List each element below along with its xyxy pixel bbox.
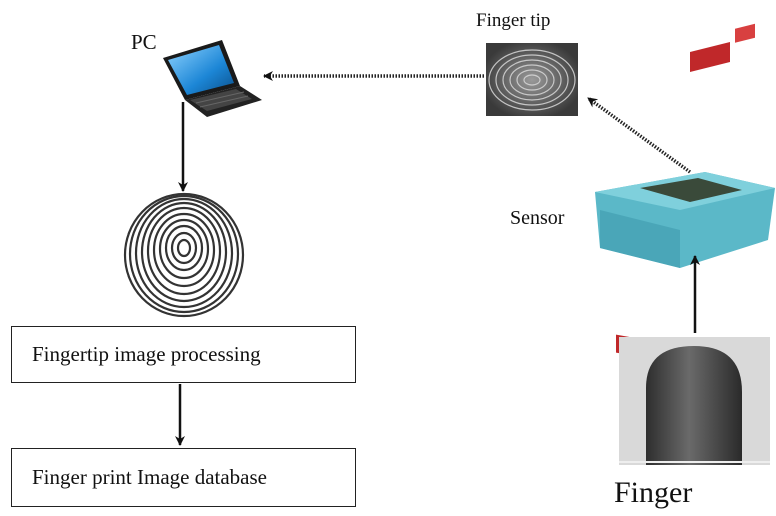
image-database-label: Finger print Image database xyxy=(32,465,267,489)
finger-photo xyxy=(619,337,770,465)
laptop-icon xyxy=(163,40,262,117)
finger-tip-label: Finger tip xyxy=(476,10,551,31)
finger-label: Finger xyxy=(614,476,693,509)
image-processing-box: Fingertip image processing xyxy=(11,326,356,383)
sensor-label: Sensor xyxy=(510,207,565,229)
image-processing-label: Fingertip image processing xyxy=(32,342,261,366)
pc-label: PC xyxy=(131,30,157,54)
sensor-device-image xyxy=(595,23,775,373)
image-database-box: Finger print Image database xyxy=(11,448,356,507)
fingerprint-image xyxy=(123,192,245,318)
arrow-sensor-to-fingertip xyxy=(586,96,692,174)
fingertip-image xyxy=(486,43,578,116)
